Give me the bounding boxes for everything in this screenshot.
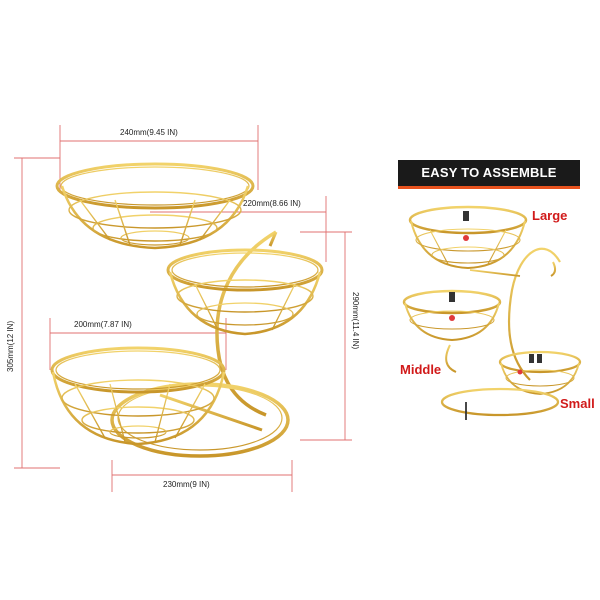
total-height-label: 305mm(12 IN): [6, 320, 15, 372]
mid-width-label: 220mm(8.66 IN): [243, 199, 301, 208]
top-width-label: 240mm(9.45 IN): [120, 128, 178, 137]
fruit-stand-main: [50, 162, 324, 458]
large-label: Large: [532, 208, 568, 223]
right-height-label: 290mm(11.4 IN): [351, 292, 360, 350]
screw-markers: [449, 211, 542, 375]
bottom-width-label: 200mm(7.87 IN): [74, 320, 132, 329]
base-width-label: 230mm(9 IN): [163, 480, 210, 489]
easy-assemble-banner: EASY TO ASSEMBLE: [398, 160, 580, 189]
middle-label: Middle: [400, 362, 442, 377]
assembly-diagram: [402, 205, 582, 420]
dimension-lines: [14, 125, 352, 492]
small-label: Small: [560, 396, 595, 411]
